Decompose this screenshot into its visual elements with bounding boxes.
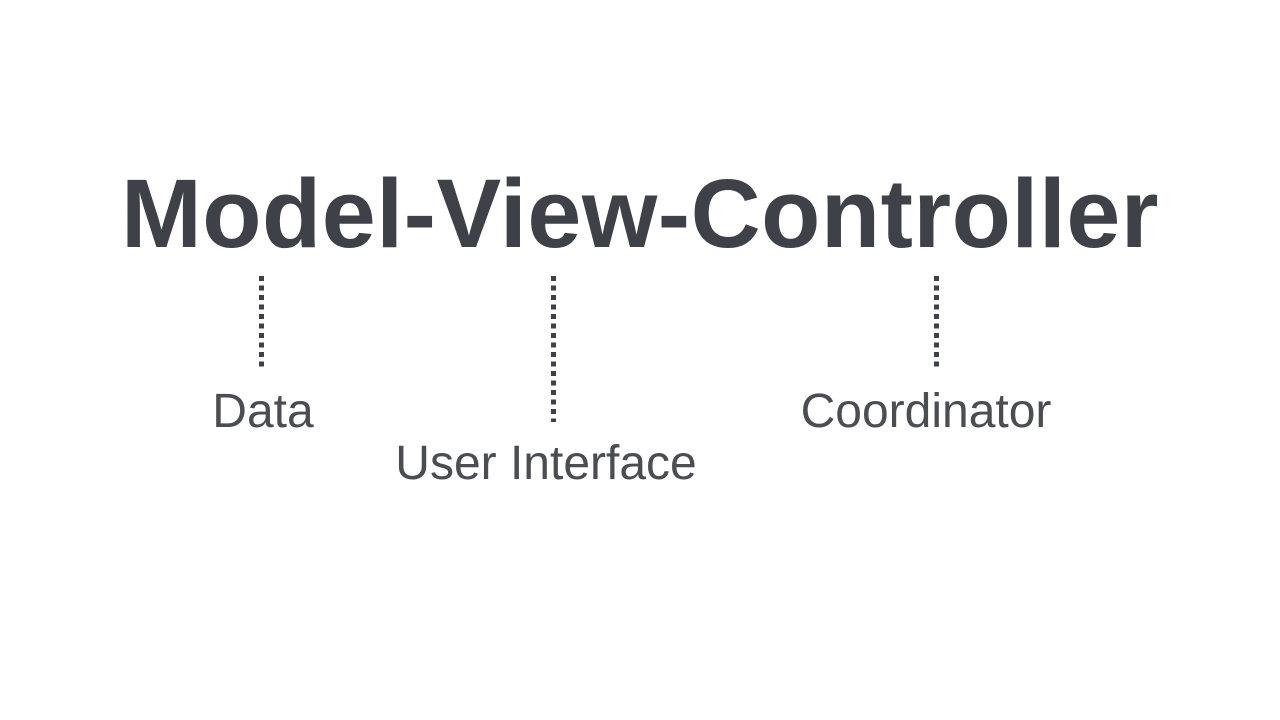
annotation-label-coordinator: Coordinator xyxy=(800,385,1052,438)
annotation-label-data: Data xyxy=(212,385,314,438)
dotted-connector-model-to-data xyxy=(259,276,264,371)
diagram-title: Model-View-Controller xyxy=(120,159,1160,268)
dotted-connector-view-to-user-interface xyxy=(551,276,556,422)
annotation-label-user-interface: User Interface xyxy=(395,437,697,490)
dotted-connector-controller-to-coordinator xyxy=(934,276,939,371)
